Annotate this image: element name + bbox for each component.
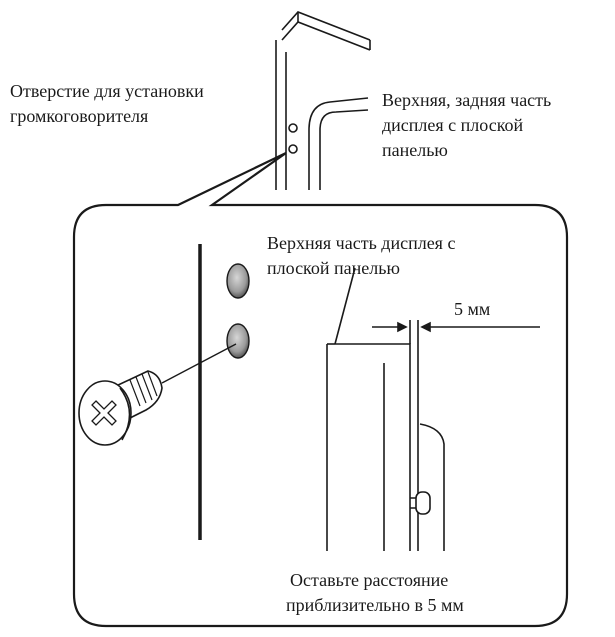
display-top-rail-inner (281, 21, 371, 51)
display-rear-bracket (319, 109, 369, 190)
label-leave-gap-line-1: Оставьте расстояние (290, 570, 449, 590)
mount-hole-lower (288, 144, 298, 154)
label-top-back: Верхняя, задняя часть дисплея с плоской … (382, 88, 551, 163)
gap-dim-arrow-left (397, 321, 408, 333)
display-top-rail-lip (297, 12, 371, 50)
screw-guide-line (161, 343, 237, 384)
display-top-view (275, 11, 371, 190)
side-profile (326, 267, 540, 551)
callout-frame (72, 152, 569, 628)
label-top-part: Верхняя часть дисплея с плоской панелью (267, 231, 455, 281)
display-rear-bracket-inner (308, 97, 369, 190)
label-hole-line-1: Отверстие для установки (10, 81, 204, 101)
callout-hole-upper (226, 263, 250, 299)
label-top-back-line-2: дисплея с плоской (382, 115, 524, 135)
profile-speaker-back (419, 423, 445, 551)
callout-mount-detail (161, 244, 250, 540)
screw-thread (129, 371, 158, 407)
screw-cross-slot (91, 400, 117, 426)
gap-dim-arrow-right (420, 321, 431, 333)
screw-icon (78, 370, 163, 446)
label-top-back-line-1: Верхняя, задняя часть (382, 90, 552, 110)
mount-hole-upper (288, 123, 298, 133)
profile-screw-shaft (410, 497, 416, 509)
profile-panel (335, 343, 411, 551)
label-top-back-line-3: панелью (382, 140, 448, 160)
label-leave-gap: Оставьте расстояние приблизительно в 5 м… (286, 568, 464, 618)
label-hole-line-2: громкоговорителя (10, 106, 149, 126)
label-leave-gap-line-2: приблизительно в 5 мм (286, 595, 464, 615)
label-hole: Отверстие для установки громкоговорителя (10, 79, 204, 129)
label-top-part-line-2: плоской панелью (267, 258, 400, 278)
profile-screw-head (415, 491, 431, 515)
screw-head-rim (119, 387, 131, 441)
profile-leader (334, 267, 356, 345)
label-top-part-line-1: Верхняя часть дисплея с (267, 233, 456, 253)
label-gap: 5 мм (454, 299, 491, 319)
callout-hole-lower (226, 323, 250, 359)
